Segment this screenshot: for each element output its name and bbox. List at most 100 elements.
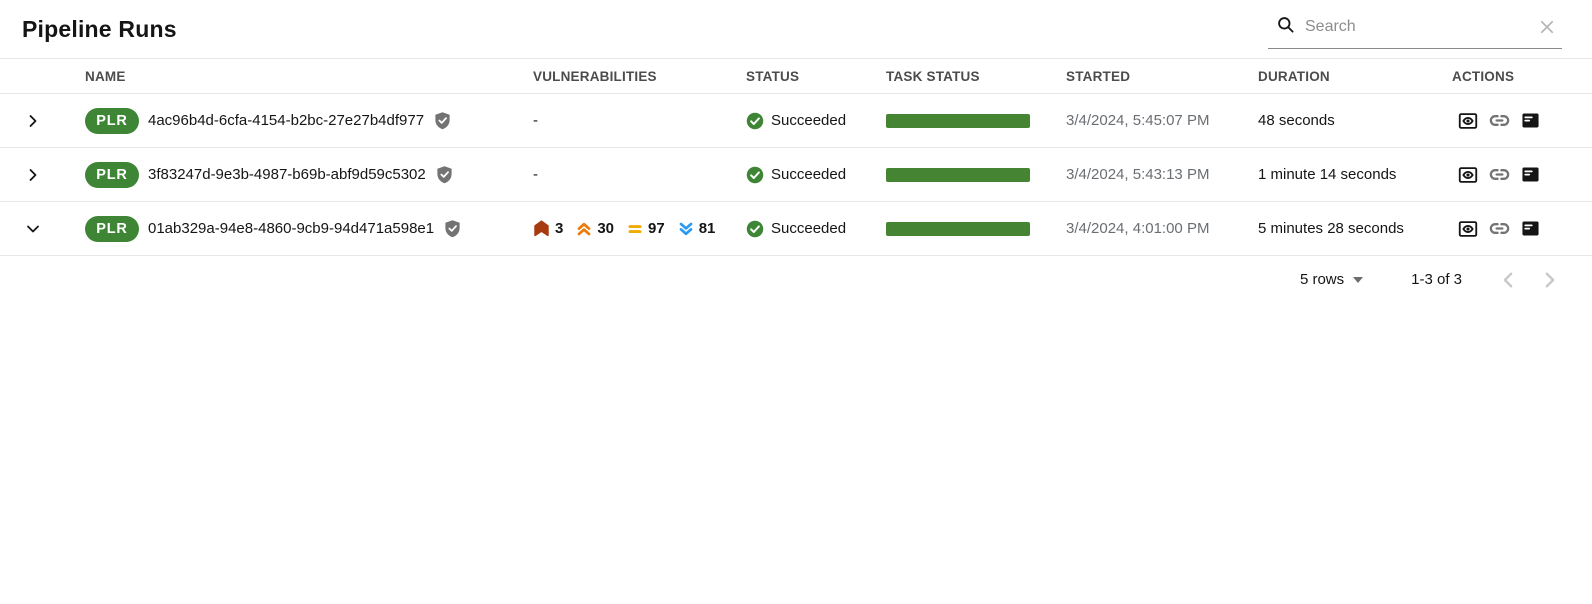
page-title: Pipeline Runs: [22, 15, 177, 42]
vulnerabilities-cell: -: [533, 112, 746, 129]
signed-shield-icon: [435, 165, 454, 184]
chevron-right-icon: [25, 113, 41, 129]
view-output-icon: [1457, 218, 1479, 240]
view-output-button[interactable]: [1457, 110, 1479, 132]
view-output-button[interactable]: [1457, 164, 1479, 186]
succeeded-icon: [746, 220, 764, 238]
status-label: Succeeded: [771, 112, 847, 129]
critical-severity-count: 3: [533, 220, 563, 237]
duration-cell: 1 minute 14 seconds: [1258, 166, 1397, 183]
expand-row-button[interactable]: [20, 162, 46, 188]
plr-badge: PLR: [85, 215, 139, 242]
task-status-bar: [886, 113, 1030, 128]
pagination-controls: [1498, 270, 1560, 290]
view-logs-button[interactable]: [1520, 218, 1541, 239]
vulnerabilities-empty: -: [533, 112, 538, 129]
status-label: Succeeded: [771, 166, 847, 183]
link-button[interactable]: [1488, 163, 1511, 186]
view-logs-icon: [1520, 110, 1541, 131]
column-header-duration: DURATION: [1258, 68, 1330, 84]
medium-severity-count: 97: [627, 220, 665, 237]
expander-cell: [0, 162, 85, 188]
column-header-actions: ACTIONS: [1452, 68, 1515, 84]
rows-per-page-select[interactable]: 5 rows: [1299, 271, 1364, 288]
view-output-icon: [1457, 164, 1479, 186]
actions-cell: [1452, 163, 1592, 186]
view-output-button[interactable]: [1457, 218, 1479, 240]
started-cell: 3/4/2024, 5:45:07 PM: [1066, 112, 1210, 129]
critical-severity-icon: [533, 220, 550, 237]
view-output-icon: [1457, 110, 1479, 132]
severity-group: 3 30 97 81: [533, 220, 715, 237]
task-status-cell: [886, 113, 1066, 128]
duration-cell: 5 minutes 28 seconds: [1258, 220, 1404, 237]
plr-badge: PLR: [85, 161, 139, 188]
collapse-row-button[interactable]: [20, 216, 46, 242]
status-cell: Succeeded: [746, 112, 886, 130]
page-header: Pipeline Runs: [0, 0, 1592, 58]
vulnerabilities-empty: -: [533, 166, 538, 183]
task-status-cell: [886, 221, 1066, 236]
link-icon: [1488, 163, 1511, 186]
search-input[interactable]: [1305, 18, 1528, 36]
column-header-started: STARTED: [1066, 68, 1131, 84]
name-cell: PLR 4ac96b4d-6cfa-4154-b2bc-27e27b4df977: [85, 107, 533, 134]
task-status-cell: [886, 167, 1066, 182]
previous-page-button[interactable]: [1498, 270, 1518, 290]
actions-cell: [1452, 217, 1592, 240]
table-row: PLR 01ab329a-94e8-4860-9cb9-94d471a598e1 3…: [0, 202, 1592, 256]
succeeded-icon: [746, 112, 764, 130]
duration-cell: 48 seconds: [1258, 112, 1335, 129]
view-logs-icon: [1520, 164, 1541, 185]
high-count-value: 30: [597, 220, 615, 237]
high-severity-icon: [576, 221, 592, 237]
table-body: PLR 4ac96b4d-6cfa-4154-b2bc-27e27b4df977 -…: [0, 94, 1592, 256]
next-page-button[interactable]: [1540, 270, 1560, 290]
medium-count-value: 97: [648, 220, 665, 237]
caret-down-icon: [1353, 276, 1364, 283]
table-row: PLR 4ac96b4d-6cfa-4154-b2bc-27e27b4df977 -…: [0, 94, 1592, 148]
link-button[interactable]: [1488, 217, 1511, 240]
chevron-right-icon: [1545, 272, 1555, 287]
pagination-range-label: 1-3 of 3: [1411, 271, 1462, 288]
high-severity-count: 30: [576, 220, 614, 237]
pipeline-run-name[interactable]: 3f83247d-9e3b-4987-b69b-abf9d59c5302: [148, 166, 426, 183]
started-cell: 3/4/2024, 4:01:00 PM: [1066, 220, 1210, 237]
column-header-name: NAME: [85, 68, 126, 84]
table-row: PLR 3f83247d-9e3b-4987-b69b-abf9d59c5302 -…: [0, 148, 1592, 202]
signed-shield-icon: [433, 111, 452, 130]
expander-cell: [0, 108, 85, 134]
name-cell: PLR 01ab329a-94e8-4860-9cb9-94d471a598e1: [85, 215, 533, 242]
plr-badge: PLR: [85, 107, 139, 134]
rows-per-page-label: 5 rows: [1299, 271, 1345, 288]
low-severity-count: 81: [678, 220, 716, 237]
critical-count-value: 3: [555, 220, 564, 237]
chevron-left-icon: [1503, 272, 1513, 287]
link-button[interactable]: [1488, 109, 1511, 132]
column-header-status: STATUS: [746, 68, 800, 84]
status-cell: Succeeded: [746, 166, 886, 184]
view-logs-button[interactable]: [1520, 164, 1541, 185]
clear-search-icon[interactable]: [1538, 18, 1556, 36]
medium-severity-icon: [627, 221, 643, 237]
vulnerabilities-cell: 3 30 97 81: [533, 220, 746, 237]
signed-shield-icon: [443, 219, 462, 238]
link-icon: [1488, 217, 1511, 240]
column-header-task-status: TASK STATUS: [886, 68, 980, 84]
table-header-row: NAME VULNERABILITIES STATUS TASK STATUS …: [0, 58, 1592, 94]
chevron-right-icon: [25, 167, 41, 183]
search-icon: [1276, 15, 1295, 39]
chevron-down-icon: [25, 221, 41, 237]
pipeline-run-name[interactable]: 4ac96b4d-6cfa-4154-b2bc-27e27b4df977: [148, 112, 425, 129]
pipeline-run-name[interactable]: 01ab329a-94e8-4860-9cb9-94d471a598e1: [148, 220, 435, 237]
succeeded-icon: [746, 166, 764, 184]
view-logs-button[interactable]: [1520, 110, 1541, 131]
low-count-value: 81: [698, 220, 716, 237]
status-label: Succeeded: [771, 220, 847, 237]
column-header-vulnerabilities: VULNERABILITIES: [533, 68, 657, 84]
vulnerabilities-cell: -: [533, 166, 746, 183]
task-status-bar: [886, 221, 1030, 236]
name-cell: PLR 3f83247d-9e3b-4987-b69b-abf9d59c5302: [85, 161, 533, 188]
link-icon: [1488, 109, 1511, 132]
expand-row-button[interactable]: [20, 108, 46, 134]
